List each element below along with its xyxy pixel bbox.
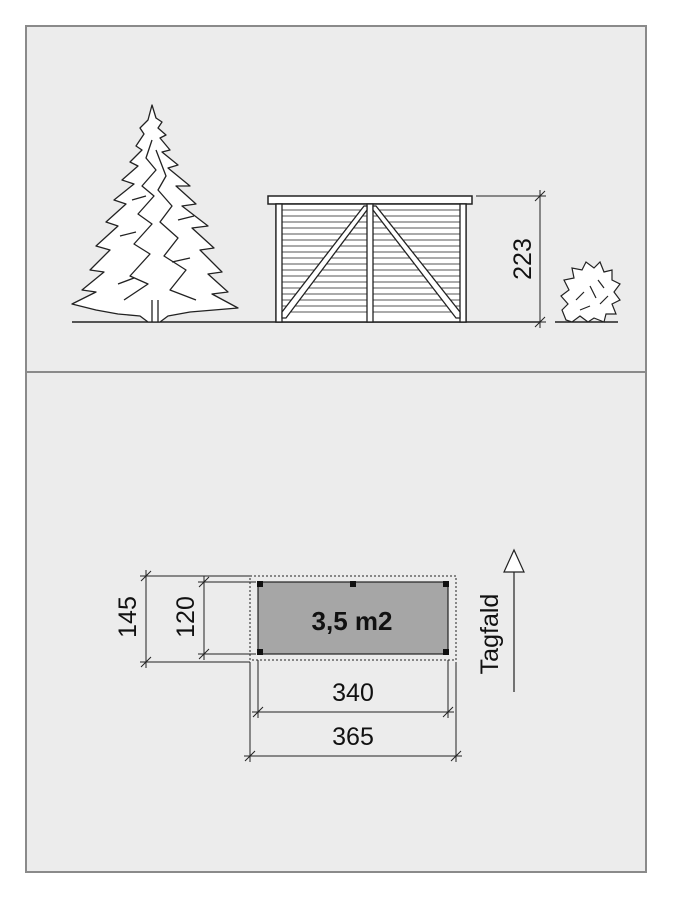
section-divider <box>25 371 647 373</box>
roof-outline <box>249 575 457 661</box>
width-inner-label: 340 <box>332 679 374 707</box>
post-left <box>275 203 283 323</box>
roof-slope-arrow <box>503 548 525 692</box>
elevation-view: 223 <box>71 104 621 328</box>
depth-inner-label: 120 <box>172 596 200 638</box>
plan-view: 3,5 m2 145 120 3 <box>114 548 525 762</box>
post-right <box>459 203 467 323</box>
area-label: 3,5 m2 <box>312 606 393 636</box>
roof-slope-label: Tagfald <box>476 594 504 675</box>
post-marker <box>443 581 449 587</box>
bush-icon <box>560 260 621 323</box>
depth-outer-label: 145 <box>114 596 142 638</box>
drawing-frame <box>25 25 647 873</box>
diagonal-braces <box>281 205 461 319</box>
height-dimension <box>476 190 546 328</box>
post-marker <box>443 649 449 655</box>
shed-elevation <box>267 195 473 323</box>
post-marker <box>350 581 356 587</box>
post-middle <box>366 203 374 323</box>
post-marker <box>257 649 263 655</box>
depth-dimensions <box>140 570 256 668</box>
width-outer-label: 365 <box>332 723 374 751</box>
shed-roof <box>267 195 473 205</box>
width-dimensions <box>244 660 462 762</box>
post-marker <box>257 581 263 587</box>
tree-icon <box>71 104 239 323</box>
height-label: 223 <box>509 238 537 280</box>
